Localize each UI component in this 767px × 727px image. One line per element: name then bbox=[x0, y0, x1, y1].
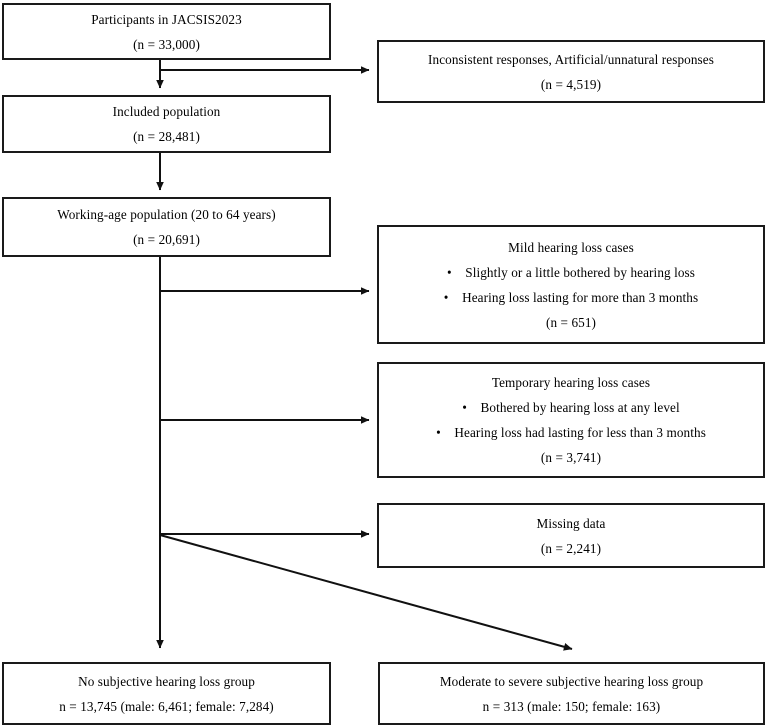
node-moderate-severe-hearing-loss-group[interactable]: Moderate to severe subjective hearing lo… bbox=[378, 662, 765, 725]
node-no-subjective-hearing-loss-group-line1: No subjective hearing loss group bbox=[78, 673, 255, 689]
node-temporary-hearing-loss-cases[interactable]: Temporary hearing loss cases • Bothered … bbox=[377, 362, 765, 478]
node-temporary-hearing-loss-cases-count: (n = 3,741) bbox=[540, 450, 602, 465]
node-missing-data-line2: (n = 2,241) bbox=[540, 540, 602, 556]
node-excluded-responses-line2: (n = 4,519) bbox=[540, 76, 602, 92]
node-moderate-severe-hearing-loss-group-line2: n = 313 (male: 150; female: 163) bbox=[482, 698, 661, 714]
node-mild-hearing-loss-cases-count: (n = 651) bbox=[545, 314, 597, 330]
node-working-age-population-line2: (n = 20,691) bbox=[133, 232, 200, 247]
node-included-population[interactable]: Included population (n = 28,481) bbox=[2, 95, 331, 153]
node-excluded-responses-line1: Inconsistent responses, Artificial/unnat… bbox=[428, 51, 714, 67]
node-participants[interactable]: Participants in JACSIS2023 (n = 33,000) bbox=[2, 3, 331, 60]
node-participants-line2: (n = 33,000) bbox=[133, 36, 200, 52]
node-participants-line1: Participants in JACSIS2023 bbox=[91, 11, 242, 27]
node-mild-hearing-loss-cases-bullet-1: • Slightly or a little bothered by heari… bbox=[446, 264, 696, 280]
node-mild-hearing-loss-cases-bullet-2: • Hearing loss lasting for more than 3 m… bbox=[443, 289, 699, 305]
node-missing-data[interactable]: Missing data (n = 2,241) bbox=[377, 503, 765, 568]
edge-trunk-to-moderate-severe bbox=[159, 534, 573, 651]
node-mild-hearing-loss-cases-title: Mild hearing loss cases bbox=[508, 239, 634, 255]
node-included-population-line1: Included population bbox=[112, 104, 221, 119]
node-temporary-hearing-loss-cases-bullet-2: • Hearing loss had lasting for less than… bbox=[436, 425, 706, 440]
node-missing-data-line1: Missing data bbox=[536, 515, 606, 531]
node-no-subjective-hearing-loss-group-line2: n = 13,745 (male: 6,461; female: 7,284) bbox=[59, 698, 274, 714]
node-temporary-hearing-loss-cases-title: Temporary hearing loss cases bbox=[491, 375, 651, 390]
node-working-age-population-line1: Working-age population (20 to 64 years) bbox=[57, 207, 276, 222]
node-mild-hearing-loss-cases[interactable]: Mild hearing loss cases • Slightly or a … bbox=[377, 225, 765, 344]
node-included-population-line2: (n = 28,481) bbox=[133, 129, 200, 144]
node-moderate-severe-hearing-loss-group-line1: Moderate to severe subjective hearing lo… bbox=[439, 673, 704, 689]
node-excluded-responses[interactable]: Inconsistent responses, Artificial/unnat… bbox=[377, 40, 765, 103]
node-temporary-hearing-loss-cases-bullet-1: • Bothered by hearing loss at any level bbox=[462, 400, 680, 415]
node-working-age-population[interactable]: Working-age population (20 to 64 years) … bbox=[2, 197, 331, 257]
node-no-subjective-hearing-loss-group[interactable]: No subjective hearing loss group n = 13,… bbox=[2, 662, 331, 725]
